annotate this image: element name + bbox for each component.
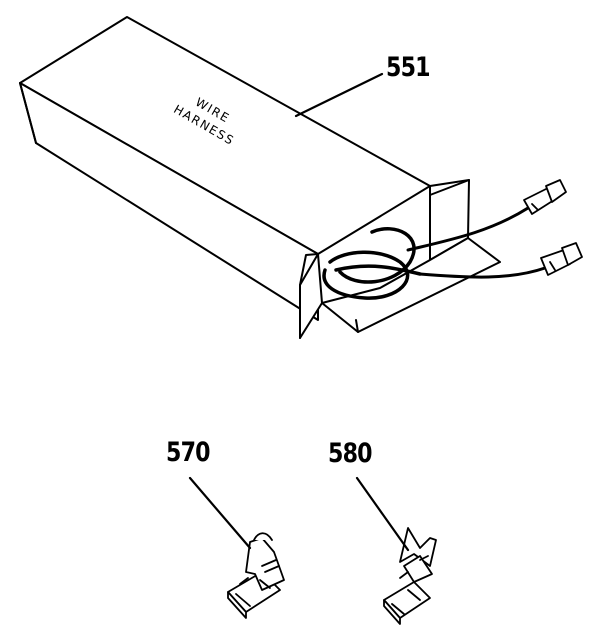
wire-terminal-lower xyxy=(540,242,583,276)
leader-line-570 xyxy=(188,476,252,550)
wire-terminal-upper xyxy=(523,179,567,215)
callout-580: 580 xyxy=(328,438,373,469)
wire-lead-lower xyxy=(418,266,547,279)
leader-line-551 xyxy=(294,72,384,118)
wire-lead-upper xyxy=(406,206,530,252)
terminal-580 xyxy=(383,527,437,625)
leader-line-580 xyxy=(355,476,410,552)
coiled-wires xyxy=(322,206,547,300)
wire-harness-box: WIRE HARNESS xyxy=(19,16,583,339)
callout-570: 570 xyxy=(166,437,211,468)
callout-551: 551 xyxy=(386,52,431,83)
terminal-570 xyxy=(227,532,285,619)
